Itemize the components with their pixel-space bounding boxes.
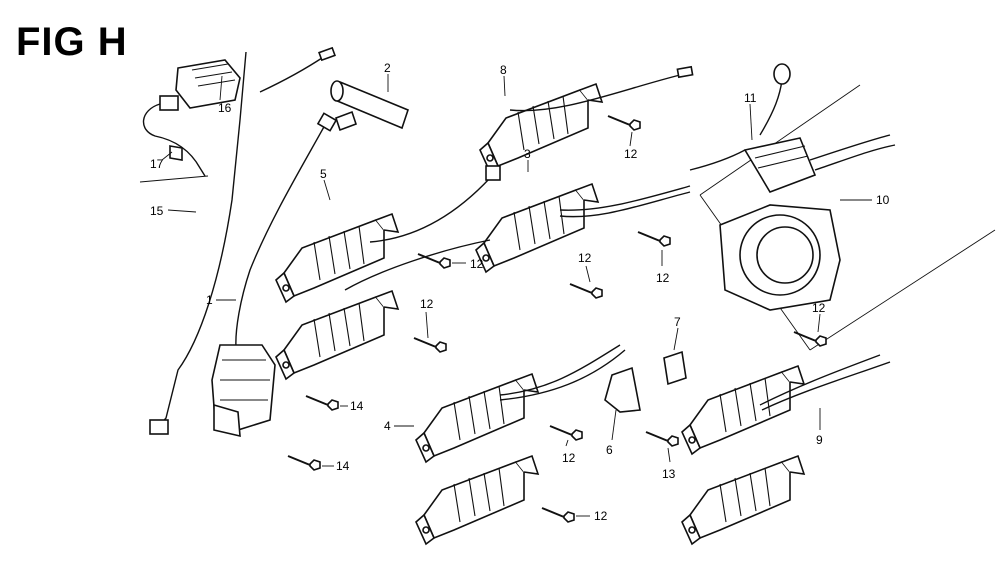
bolt-g bbox=[305, 395, 339, 411]
callout-16: 16 bbox=[218, 101, 232, 115]
callout-13: 13 bbox=[662, 467, 676, 481]
callout-17: 17 bbox=[150, 157, 164, 171]
callout-numbers: 16 17 15 1 2 5 8 3 12 12 12 12 12 12 12 … bbox=[150, 61, 890, 523]
callout-14-b: 14 bbox=[336, 459, 350, 473]
regulator-rectifier bbox=[159, 59, 241, 111]
coil-5 bbox=[275, 213, 399, 303]
stator-10 bbox=[719, 137, 841, 311]
bolt-d bbox=[569, 283, 603, 299]
clip-17 bbox=[169, 145, 183, 161]
figure-title: FIG H bbox=[16, 20, 128, 64]
coil-9b bbox=[681, 455, 805, 545]
wire-harness-15 bbox=[159, 51, 247, 426]
grommet-7 bbox=[663, 350, 687, 386]
leader-lines bbox=[161, 74, 872, 517]
coil-9a bbox=[681, 365, 805, 455]
callout-5: 5 bbox=[320, 167, 327, 181]
bolt-k bbox=[541, 507, 575, 523]
callout-4: 4 bbox=[384, 419, 391, 433]
callout-9: 9 bbox=[816, 433, 823, 447]
callout-12-g: 12 bbox=[562, 451, 576, 465]
callout-12-f: 12 bbox=[812, 301, 826, 315]
callout-11: 11 bbox=[744, 91, 757, 105]
callout-12-b: 12 bbox=[470, 257, 484, 271]
bolt-c bbox=[637, 231, 671, 247]
high-tension-lead bbox=[235, 124, 326, 349]
callout-15: 15 bbox=[150, 204, 164, 218]
bolt-e bbox=[413, 337, 447, 353]
coil-12b bbox=[415, 455, 539, 545]
plug-cap-2 bbox=[330, 80, 409, 132]
wire-regulator bbox=[142, 103, 206, 177]
callout-12-d: 12 bbox=[578, 251, 592, 265]
bolt-a bbox=[607, 115, 641, 131]
coil-8 bbox=[479, 83, 603, 173]
callout-1: 1 bbox=[206, 293, 213, 307]
callout-14-a: 14 bbox=[350, 399, 364, 413]
callout-6: 6 bbox=[606, 443, 613, 457]
ignition-coil-1 bbox=[211, 344, 276, 438]
bolt-h bbox=[549, 425, 583, 441]
callout-3: 3 bbox=[524, 147, 531, 161]
callout-12-a: 12 bbox=[624, 147, 638, 161]
callout-12-c: 12 bbox=[656, 271, 670, 285]
callout-2: 2 bbox=[384, 61, 391, 75]
bolt-b bbox=[417, 253, 451, 269]
callout-7: 7 bbox=[674, 315, 681, 329]
coil-4 bbox=[415, 373, 539, 463]
bolt-f bbox=[793, 331, 827, 347]
bolt-i bbox=[645, 431, 679, 447]
bracket-6 bbox=[604, 366, 641, 413]
callout-12-h: 12 bbox=[594, 509, 608, 523]
callout-8: 8 bbox=[500, 63, 507, 77]
callout-10: 10 bbox=[876, 193, 890, 207]
callout-12-e: 12 bbox=[420, 297, 434, 311]
coil-12a bbox=[275, 290, 399, 380]
bolt-j bbox=[287, 455, 321, 471]
